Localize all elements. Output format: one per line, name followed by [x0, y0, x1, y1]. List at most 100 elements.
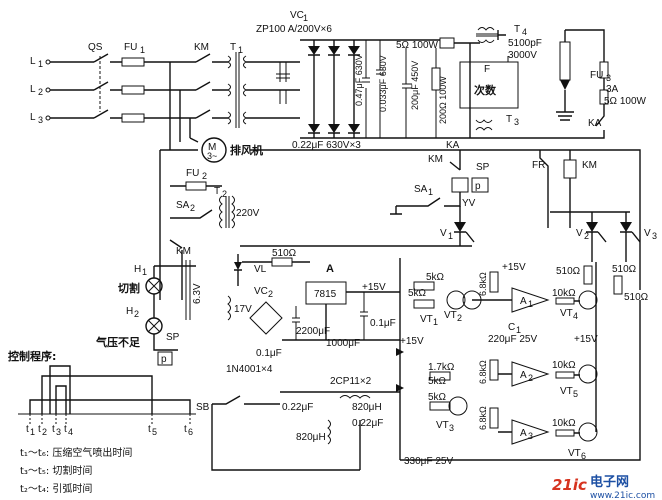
fan-motor-icon: [201, 137, 227, 163]
svg-text:3: 3: [652, 231, 657, 241]
cap-0033-label: 0.033μF 630V: [378, 55, 388, 112]
svg-text:1: 1: [303, 13, 308, 23]
timing-diagram: 控制程序: t 1 t 2 t 3 t 4 t 5 t 6 t₁～t₆: 压缩空…: [8, 349, 196, 495]
svg-text:3: 3: [449, 423, 454, 433]
t4-label: T: [514, 24, 520, 35]
svg-text:3: 3: [528, 431, 533, 441]
f-label: F: [484, 64, 490, 75]
vl-label: VL: [254, 264, 267, 275]
vc1-label: VC: [290, 10, 304, 21]
svg-text:2: 2: [222, 189, 227, 199]
v3-label: V: [644, 228, 651, 239]
watermark-brand: 21ic: [552, 476, 587, 494]
svg-text:2: 2: [42, 427, 47, 437]
c022b-label: 0.22μF: [352, 418, 383, 429]
motor-label: M: [208, 142, 216, 153]
t2-tick: t: [38, 424, 41, 435]
sb-label: SB: [196, 402, 210, 413]
c022a-label: 0.22μF: [282, 402, 313, 413]
cap-047-label: 0.47μF 630V: [354, 54, 364, 106]
diode-icons-top: [308, 46, 360, 55]
svg-text:6: 6: [581, 451, 586, 461]
vt6-label: VT: [568, 448, 581, 459]
sa2-label: SA: [176, 200, 190, 211]
svg-text:2: 2: [202, 171, 207, 181]
v2-label: V: [576, 228, 583, 239]
r510-label: 510Ω: [272, 248, 297, 259]
mains-input: L 1 L 2 L 3 QS FU 1 KM T 1: [30, 42, 300, 163]
legend-3: t₂～t₄: 引弧时间: [20, 482, 92, 495]
t6-tick: t: [184, 424, 187, 435]
a3-label: A: [520, 428, 527, 439]
r5k-2-label: 5kΩ: [408, 288, 427, 299]
svg-text:4: 4: [68, 427, 73, 437]
sa1-label: SA: [414, 184, 428, 195]
svg-text:1: 1: [238, 45, 243, 55]
t3-label: T: [506, 114, 512, 125]
km-ctrl-label: KM: [428, 154, 443, 165]
r10k-3-label: 10kΩ: [552, 418, 576, 429]
transformer-t1: [227, 52, 247, 128]
r510-b-label: 510Ω: [612, 264, 637, 275]
l820b-label: 820μH: [296, 432, 326, 443]
r5k-3-label: 5kΩ: [428, 376, 447, 387]
vc1-spec: ZP100 A/200V×6: [256, 24, 332, 35]
vt5-label: VT: [560, 386, 573, 397]
svg-text:3: 3: [606, 73, 611, 83]
legend-2: t₃～t₅: 切割时间: [20, 464, 92, 477]
fu2-label: FU: [186, 168, 199, 179]
aux-power: FU 2 T 2 SA 2 220V KM H 1 切割 H 2 气压不足 6.…: [95, 168, 260, 366]
c2200-label: 2200μF: [296, 326, 330, 337]
timing-title: 控制程序:: [8, 349, 56, 363]
svg-text:4: 4: [573, 311, 578, 321]
fu3-label: FU: [590, 70, 603, 81]
r510-a-label: 510Ω: [556, 266, 581, 277]
l2-label: L: [30, 84, 36, 95]
v220-label: 220V: [236, 208, 260, 219]
svg-text:1: 1: [142, 267, 147, 277]
r68k-2-label: 6.8kΩ: [478, 360, 488, 384]
r68k-3-label: 6.8kΩ: [478, 406, 488, 430]
svg-text:5: 5: [573, 389, 578, 399]
diode-label: 1N4001×4: [226, 364, 273, 375]
ka-torch-label: KA: [588, 118, 602, 129]
diodes-label: 2CP11×2: [330, 376, 372, 387]
r510-c-label: 510Ω: [624, 292, 649, 303]
l1-label: L: [30, 56, 36, 67]
p-aux-label: p: [161, 354, 167, 365]
svg-text:2: 2: [134, 309, 139, 319]
fu1-label: FU: [124, 42, 137, 53]
hf-section: 2CP11×2 SB 0.22μF 820μH 820μH 0.22μF: [196, 348, 404, 471]
svg-text:4: 4: [522, 27, 527, 37]
diode-icons-bottom: [308, 124, 360, 133]
svg-text:2: 2: [190, 203, 195, 213]
c330-label: 330μF 25V: [404, 456, 453, 467]
count-label: 次数: [474, 83, 497, 97]
watermark-cn: 电子网: [590, 474, 629, 490]
t1-label: T: [230, 42, 236, 53]
c1-label: C: [508, 322, 515, 333]
r-5ohm-label: 5Ω 100W: [396, 40, 439, 51]
r5k-4-label: 5kΩ: [428, 392, 447, 403]
c5100-label: 5100pF: [508, 38, 542, 49]
t5-tick: t: [148, 424, 151, 435]
thyristor-v3-icon: [620, 222, 632, 232]
fu3-rating: 3A: [606, 84, 619, 95]
svg-text:3: 3: [56, 427, 61, 437]
r10k-2-label: 10kΩ: [552, 360, 576, 371]
km-aux-label: KM: [176, 246, 191, 257]
svg-text:1: 1: [30, 427, 35, 437]
bridge-vc2-icon: [249, 301, 283, 335]
transistor-vt6-icon: [578, 422, 598, 442]
a2-label: A: [520, 370, 527, 381]
svg-text:2: 2: [457, 313, 462, 323]
transistor-vt5-icon: [578, 364, 598, 384]
svg-text:3: 3: [514, 117, 519, 127]
l3-label: L: [30, 112, 36, 123]
reg-a-label: A: [326, 263, 334, 275]
torch-section: FU 3 3A 5Ω 100W KA: [540, 29, 647, 139]
svg-text:3~: 3~: [207, 151, 217, 161]
h1-label: H: [134, 264, 141, 275]
vt2-label: VT: [444, 310, 457, 321]
